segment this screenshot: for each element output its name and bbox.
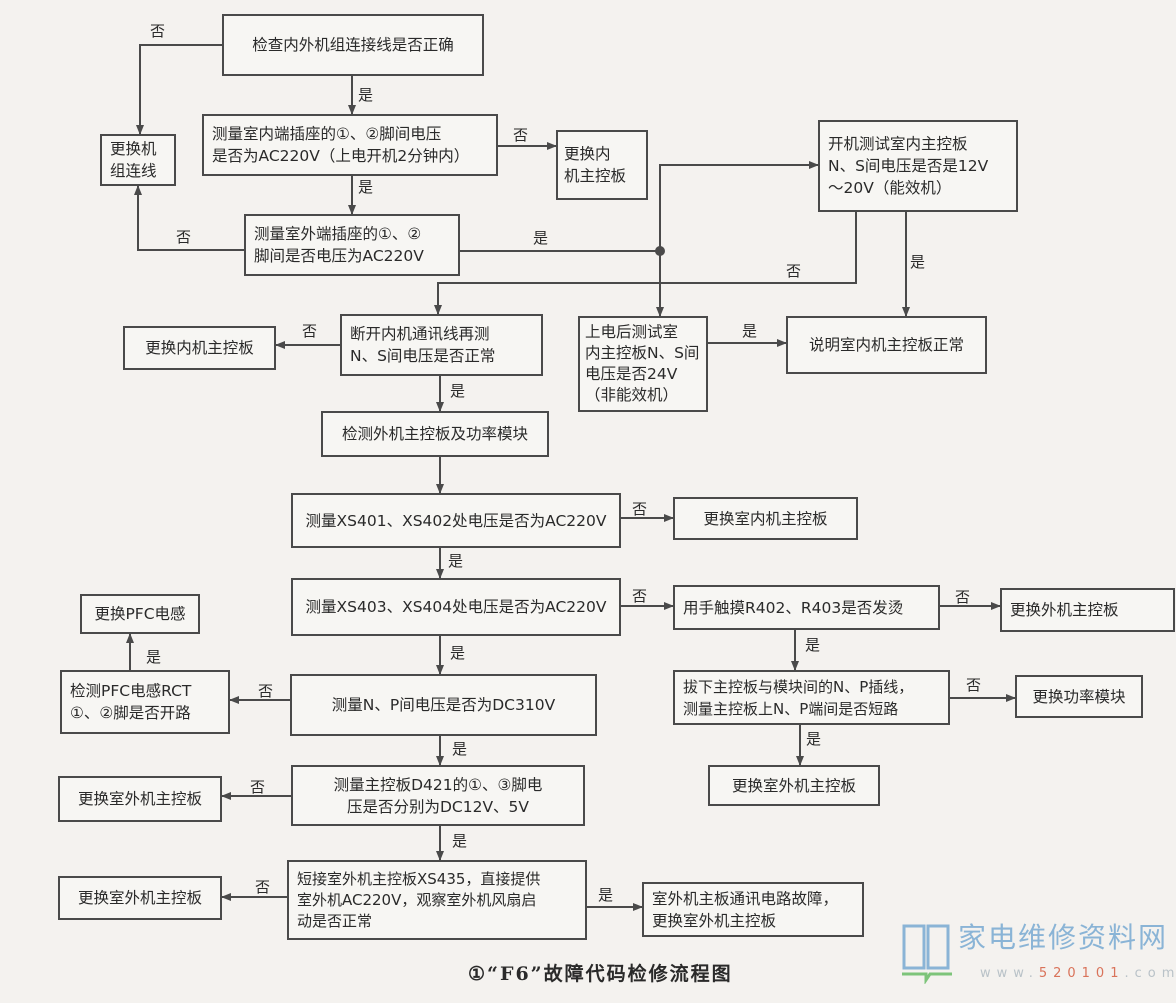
step-measure-xs401-xs402: 测量XS401、XS402处电压是否为AC220V xyxy=(291,493,621,548)
label-yes: 是 xyxy=(452,740,468,758)
label-yes: 是 xyxy=(452,832,468,850)
label-no: 否 xyxy=(250,778,266,796)
label-no: 否 xyxy=(955,588,971,606)
logo-url: www.520101.com xyxy=(980,966,1176,982)
label-yes: 是 xyxy=(805,636,821,654)
label-yes: 是 xyxy=(533,229,549,247)
step-measure-np-dc310v: 测量N、P间电压是否为DC310V xyxy=(290,674,597,736)
label-yes: 是 xyxy=(358,178,374,196)
url-prefix: www. xyxy=(980,966,1039,981)
label-no: 否 xyxy=(258,682,274,700)
step-measure-indoor-socket: 测量室内端插座的①、②脚间电压 是否为AC220V（上电开机2分钟内） xyxy=(202,114,498,176)
arrow-junction-b5 xyxy=(659,161,819,251)
step-test-ns-voltage-efficient: 开机测试室内主控板 N、S间电压是否是12V ～20V（能效机） xyxy=(818,120,1018,212)
label-no: 否 xyxy=(255,878,271,896)
label-yes: 是 xyxy=(742,322,758,340)
label-no: 否 xyxy=(966,676,982,694)
step-test-ns-24v: 上电后测试室 内主控板N、S间 电压是否24V （非能效机） xyxy=(578,316,708,412)
action-replace-outdoor-board-1: 更换外机主控板 xyxy=(1000,588,1175,632)
label-no: 否 xyxy=(150,22,166,40)
logo-name: 家电维修资料网 xyxy=(958,921,1169,954)
arrow-b5-b8 xyxy=(434,212,857,315)
url-number: 520101 xyxy=(1038,966,1125,981)
label-no: 否 xyxy=(632,587,648,605)
arrow-b6-b3 xyxy=(134,185,244,251)
step-disconnect-comm-line: 断开内机通讯线再测 N、S间电压是否正常 xyxy=(340,314,543,376)
label-yes: 是 xyxy=(598,886,614,904)
action-replace-outdoor-board-3: 更换室外机主控板 xyxy=(58,776,222,822)
step-measure-d421: 测量主控板D421的①、③脚电 压是否分别为DC12V、5V xyxy=(291,765,585,826)
label-no: 否 xyxy=(632,500,648,518)
book-icon xyxy=(902,924,952,984)
action-replace-indoor-board-3: 更换室内机主控板 xyxy=(673,497,858,540)
step-touch-r402-r403: 用手触摸R402、R403是否发烫 xyxy=(673,585,940,630)
result-indoor-board-ok: 说明室内机主控板正常 xyxy=(786,316,987,374)
action-replace-indoor-board-1: 更换内 机主控板 xyxy=(556,130,648,200)
url-suffix: .com xyxy=(1124,966,1176,981)
label-yes: 是 xyxy=(450,644,466,662)
label-yes: 是 xyxy=(146,648,162,666)
step-check-connection: 检查内外机组连接线是否正确 xyxy=(222,14,484,76)
action-replace-outdoor-board-4: 更换室外机主控板 xyxy=(58,876,222,920)
action-replace-indoor-board-2: 更换内机主控板 xyxy=(123,326,276,370)
arrow-b1-b3 xyxy=(136,44,222,135)
step-unplug-np-check-short: 拔下主控板与模块间的N、P插线， 测量主控板上N、P端间是否短路 xyxy=(673,670,950,725)
action-replace-outdoor-board-2: 更换室外机主控板 xyxy=(708,765,880,806)
step-short-xs435: 短接室外机主控板XS435，直接提供 室外机AC220V，观察室外机风扇启 动是… xyxy=(287,860,587,940)
label-no: 否 xyxy=(302,322,318,340)
label-no: 否 xyxy=(786,262,802,280)
label-yes: 是 xyxy=(450,382,466,400)
result-comm-circuit-fault: 室外机主板通讯电路故障， 更换室外机主控板 xyxy=(642,882,864,937)
step-check-pfc-inductor: 检测PFC电感RCT ①、②脚是否开路 xyxy=(60,670,230,734)
action-replace-power-module: 更换功率模块 xyxy=(1015,675,1143,718)
label-yes: 是 xyxy=(806,730,822,748)
step-check-outdoor-board: 检测外机主控板及功率模块 xyxy=(321,411,549,457)
label-yes: 是 xyxy=(910,253,926,271)
action-replace-pfc-inductor: 更换PFC电感 xyxy=(80,594,200,634)
action-replace-cable: 更换机 组连线 xyxy=(100,134,176,186)
step-measure-outdoor-socket: 测量室外端插座的①、② 脚间是否电压为AC220V xyxy=(244,214,460,276)
label-yes: 是 xyxy=(358,86,374,104)
junction-dot xyxy=(655,246,665,256)
figure-caption: ①“F6”故障代码检修流程图 xyxy=(468,963,733,985)
site-logo: 家电维修资料网 www.520101.com xyxy=(900,921,1174,988)
label-no: 否 xyxy=(176,228,192,246)
label-no: 否 xyxy=(513,126,529,144)
label-yes: 是 xyxy=(448,552,464,570)
step-measure-xs403-xs404: 测量XS403、XS404处电压是否为AC220V xyxy=(291,578,621,636)
